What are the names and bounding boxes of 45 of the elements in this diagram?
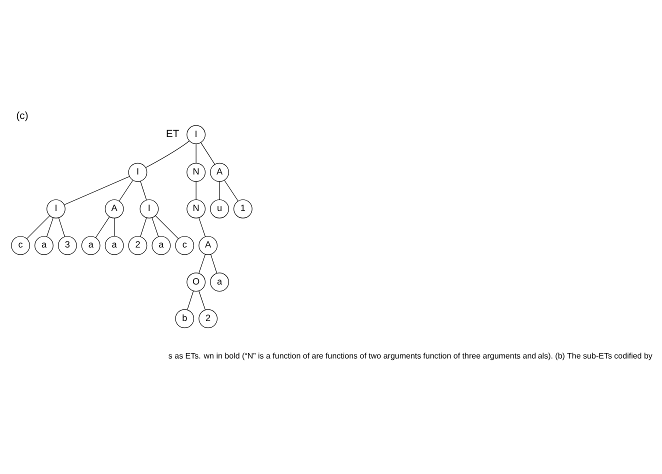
node-circle: N [186,198,206,218]
node-circle: N [186,162,206,182]
connector [152,216,159,237]
node-circle: O [186,272,206,292]
connector [224,179,238,201]
connector [95,216,110,238]
node-circle: a [210,272,229,292]
node-circle: a [152,236,171,254]
node-circle: c [175,236,194,254]
connector [155,215,179,238]
connector [58,216,65,236]
connector [219,180,220,200]
node-circle: A [210,162,229,182]
connector [187,290,194,310]
node-circle: a [34,236,54,254]
label: ET [166,128,180,140]
node-circle: I [140,198,159,218]
connector [140,180,147,200]
node-circle: A [198,236,218,254]
node-circle: c [11,236,30,254]
node-circle: 2 [198,308,218,328]
connector [145,140,190,168]
connector [210,254,218,273]
connector [140,216,147,236]
connector [46,216,54,237]
diagram-title: (c) [16,110,28,122]
node-circle: 1 [234,198,252,218]
connector [198,216,206,237]
connector [26,215,50,238]
node-circle: a [81,236,100,254]
connector [118,179,134,201]
connector [198,254,206,274]
connector [198,290,206,310]
node-circle: b [175,308,194,328]
connector [114,217,115,236]
node-circle: I [186,124,206,144]
node-circle: A [104,198,124,218]
node-circle: u [210,198,229,218]
connector [200,142,216,164]
connector [64,176,130,205]
node-circle: 2 [128,236,148,254]
node-circle: I [46,198,66,218]
node-circle: I [128,162,148,182]
node-circle: a [104,236,124,254]
node-circle: 3 [58,236,77,254]
